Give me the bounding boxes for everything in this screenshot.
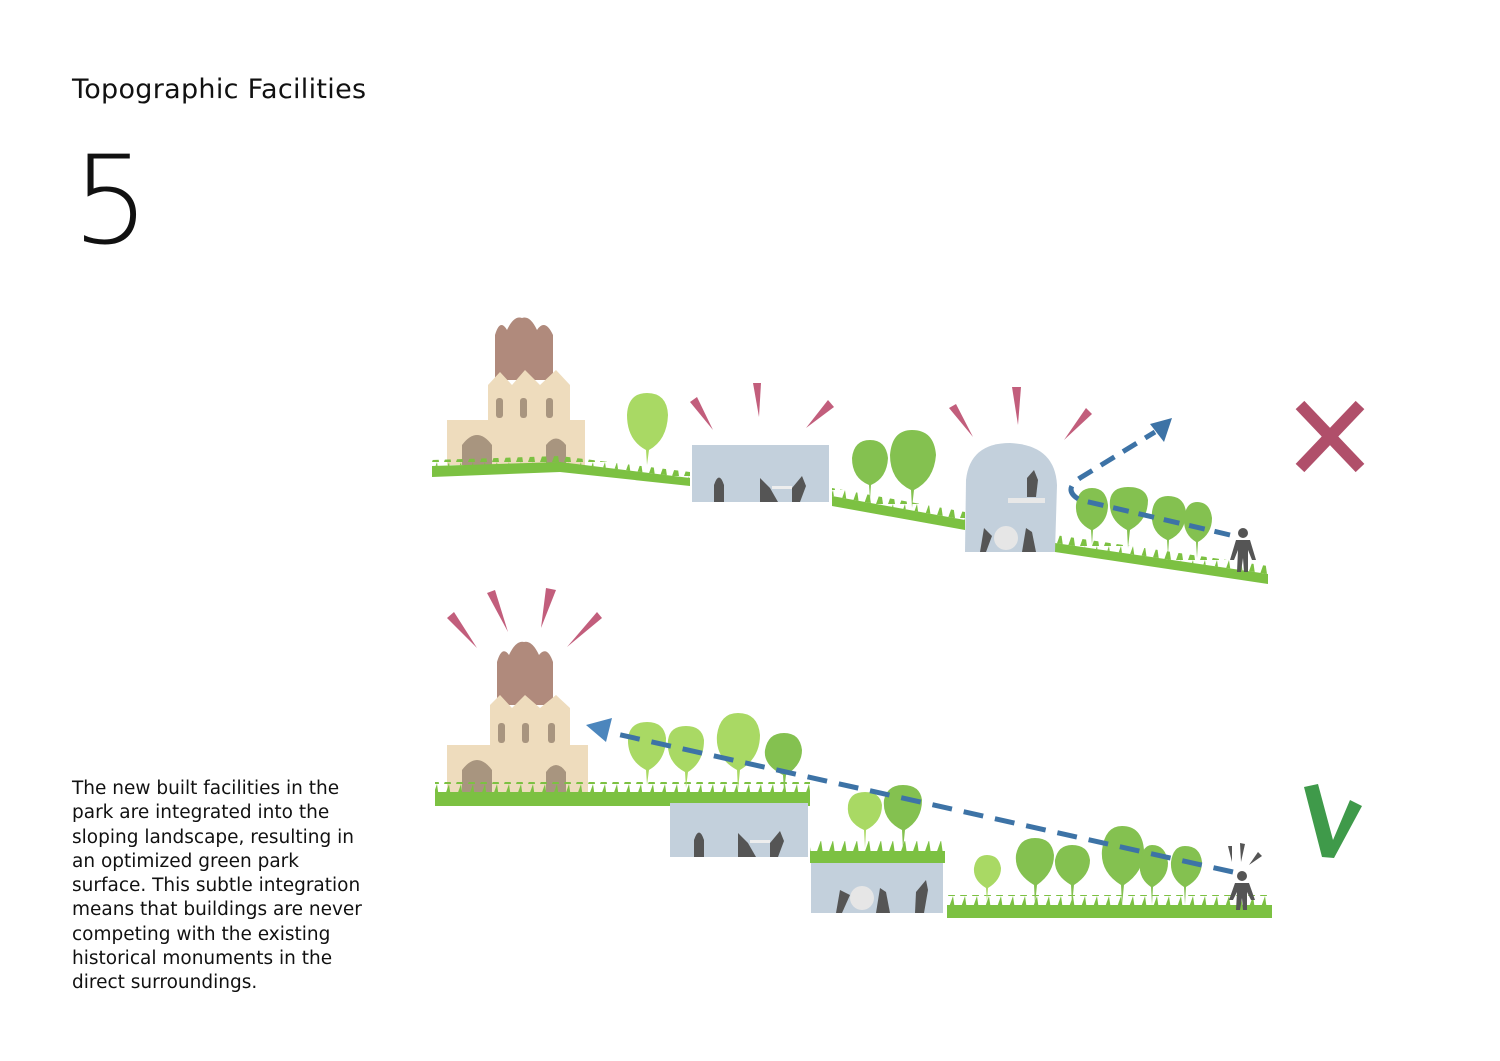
sightline-arrowhead xyxy=(586,718,612,742)
check-mark-icon xyxy=(1304,784,1362,858)
description-text: The new built facilities in the park are… xyxy=(72,778,362,994)
tree-group xyxy=(852,430,936,508)
person-icon xyxy=(1229,871,1255,910)
tree-group xyxy=(627,713,802,792)
ground-slope xyxy=(432,456,1268,584)
building-facility-1 xyxy=(670,803,808,857)
clear-sightline xyxy=(611,730,1234,875)
person-icon xyxy=(1230,528,1256,572)
page-title: Topographic Facilities xyxy=(72,74,367,105)
tree-group xyxy=(973,826,1202,905)
x-mark-icon xyxy=(1295,400,1365,473)
tree xyxy=(627,393,668,465)
blocked-sightline xyxy=(1068,429,1231,538)
page-number: 5 xyxy=(72,130,150,272)
attention-rays xyxy=(1228,843,1262,865)
correct-scenario xyxy=(435,588,1362,918)
castle-monument xyxy=(447,641,588,795)
building-facility-2 xyxy=(811,863,943,913)
alert-rays xyxy=(690,383,834,430)
building-facility-1 xyxy=(692,445,829,502)
green-roof-terrace xyxy=(810,785,945,863)
sightline-arrowhead xyxy=(1150,418,1172,442)
alert-rays xyxy=(567,612,602,647)
building-facility-2 xyxy=(965,443,1057,552)
castle-monument xyxy=(447,317,585,465)
ground-upper-terrace xyxy=(435,782,810,806)
alert-rays xyxy=(949,387,1092,440)
incorrect-scenario xyxy=(432,317,1365,584)
alert-rays xyxy=(447,588,556,648)
ground-lower xyxy=(947,895,1272,918)
